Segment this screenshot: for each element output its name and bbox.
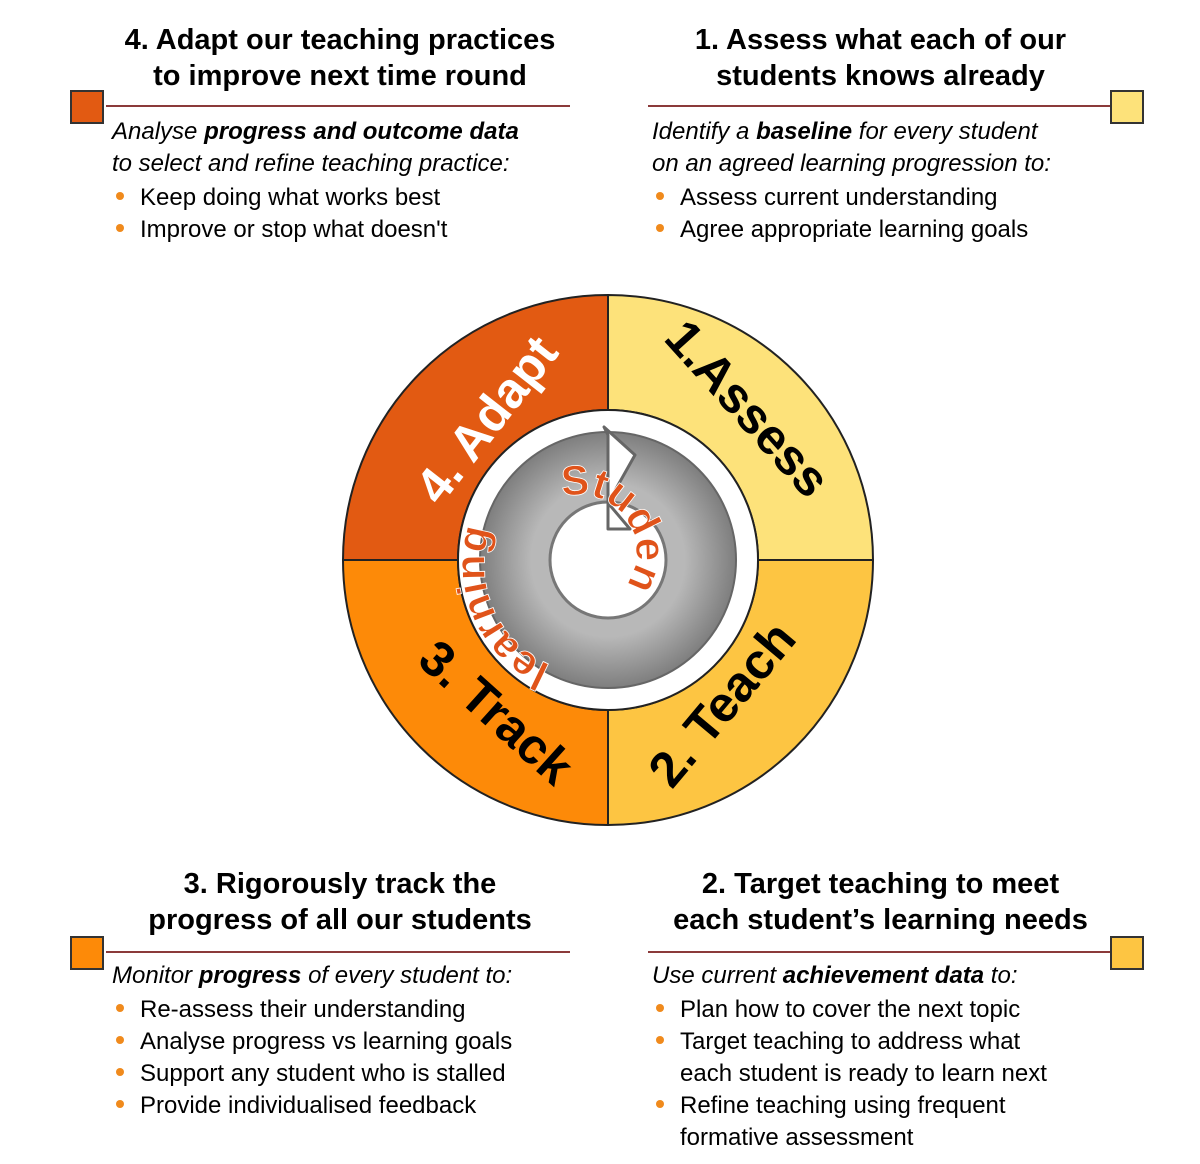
teach-title: 2. Target teaching to meet each student’… (673, 868, 1088, 936)
yellow-square-icon (1110, 90, 1144, 124)
adapt-quadrant: 4. Adapt our teaching practices to impro… (70, 22, 590, 243)
list-item: Plan how to cover the next topic (652, 994, 1047, 1026)
adapt-intro-line2: to select and refine teaching practice: (112, 150, 510, 177)
assess-title: 1. Assess what each of our students know… (694, 24, 1067, 92)
list-item: Target teaching to address what each stu… (652, 1026, 1047, 1090)
adapt-bullets: Keep doing what works best Improve or st… (112, 182, 519, 246)
track-bullets: Re-assess their understanding Analyse pr… (112, 994, 512, 1122)
teach-divider (648, 951, 1110, 953)
list-item: Provide individualised feedback (112, 1090, 512, 1122)
track-divider (106, 951, 570, 953)
list-item: Keep doing what works best (112, 182, 519, 214)
gold-square-icon (1110, 936, 1144, 970)
track-quadrant: 3. Rigorously track the progress of all … (70, 866, 590, 1119)
assess-divider (648, 105, 1110, 107)
teach-bullets: Plan how to cover the next topic Target … (652, 994, 1047, 1154)
list-item: Analyse progress vs learning goals (112, 1026, 512, 1058)
cycle-arrow-notch-icon (602, 425, 637, 531)
list-item: Refine teaching using frequent formative… (652, 1090, 1047, 1154)
adapt-intro: Analyse progress and outcome data (112, 118, 519, 145)
orange-square-icon (70, 90, 104, 124)
track-intro: Monitor progress of every student to: (112, 962, 513, 989)
assess-intro-line2: on an agreed learning progression to: (652, 150, 1051, 177)
list-item: Agree appropriate learning goals (652, 214, 1051, 246)
adapt-divider (106, 105, 570, 107)
list-item: Assess current understanding (652, 182, 1051, 214)
list-item: Support any student who is stalled (112, 1058, 512, 1090)
learning-cycle-wheel: 4. Adapt 1.Assess 2. Teach 3. Track Stud… (330, 285, 875, 827)
assess-quadrant: 1. Assess what each of our students know… (648, 22, 1150, 243)
orange-square-icon (70, 936, 104, 970)
teach-quadrant: 2. Target teaching to meet each student’… (648, 866, 1150, 1151)
list-item: Improve or stop what doesn't (112, 214, 519, 246)
list-item: Re-assess their understanding (112, 994, 512, 1026)
track-title: 3. Rigorously track the progress of all … (148, 868, 532, 936)
teach-intro: Use current achievement data to: (652, 962, 1018, 989)
adapt-title: 4. Adapt our teaching practices to impro… (124, 24, 556, 92)
assess-bullets: Assess current understanding Agree appro… (652, 182, 1051, 246)
assess-intro: Identify a baseline for every student (652, 118, 1038, 145)
